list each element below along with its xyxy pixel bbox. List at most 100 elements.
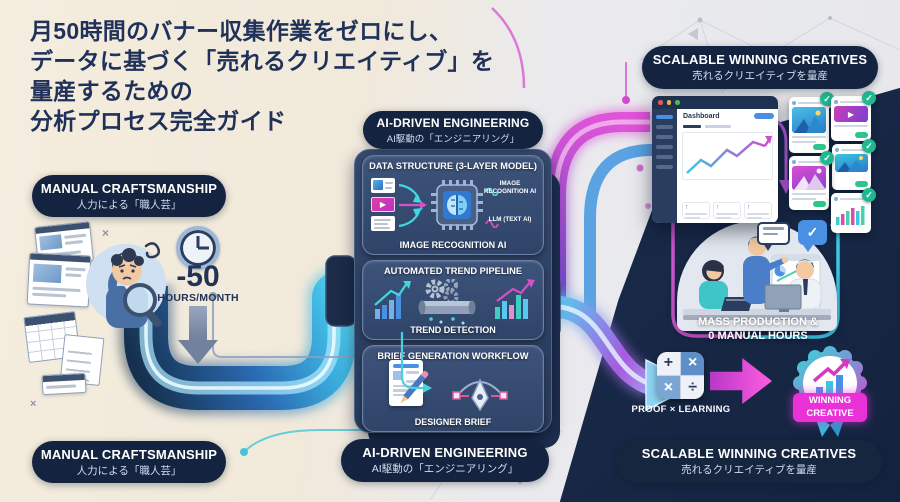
badge-manual-ja: 人力による「職人芸」 [76, 198, 182, 211]
badge-ai-ja: AI駆動の「エンジニアリング」 [386, 133, 520, 145]
window-close-icon[interactable] [658, 100, 663, 105]
dashboard-title: Dashboard [683, 113, 720, 120]
mass-production-line2: 0 MANUAL HOURS [708, 330, 808, 343]
data-flow-arrows [398, 183, 427, 228]
cyan-squiggle [485, 187, 499, 196]
creative-card-video: ▶ ✓ [831, 91, 876, 141]
dashboard-sidebar[interactable] [652, 109, 677, 223]
mini-bar-chart [836, 206, 865, 225]
dashboard-stat-card: ↑ [713, 202, 741, 219]
video-source-icon: ▶ [371, 197, 395, 212]
image-source-icon [371, 178, 395, 193]
trend-pipeline-illustration [374, 279, 535, 325]
panel-data-structure-caption: IMAGE RECOGNITION AI [399, 240, 507, 250]
approve-pill [855, 132, 868, 138]
dashboard-primary-button[interactable] [754, 113, 774, 119]
panel-brief-workflow-caption: DESIGNER BRIEF [414, 417, 492, 427]
ai-chip-icon [431, 180, 483, 230]
output-llm-label: LLM (TEXT AI) [488, 216, 532, 223]
down-arrow-icon [178, 306, 218, 366]
badge-scalable-ja: 売れるクリエイティブを量産 [681, 464, 817, 476]
panel-data-structure: DATA STRUCTURE (3-LAYER MODEL) ▶ [362, 155, 544, 255]
approve-pill [855, 181, 868, 187]
pen-tool-icon [452, 378, 508, 412]
team-collaboration-illustration [677, 221, 837, 331]
clock-icon [176, 226, 220, 270]
up-arrow-icon: ↑ [716, 204, 720, 211]
badge-ai-driven-top: AI-DRIVEN ENGINEERING AI駆動の「エンジニアリング」 [363, 111, 543, 149]
check-badge-icon: ✓ [862, 139, 876, 153]
dashboard-stat-card: ↑ [682, 202, 710, 219]
creative-card-image: ✓ [789, 151, 834, 210]
badge-ai-ja: AI駆動の「エンジニアリング」 [371, 463, 519, 475]
badge-manual-en: MANUAL CRAFTSMANSHIP [40, 446, 218, 462]
check-icon: ✓ [806, 224, 819, 240]
check-badge-icon: ✓ [820, 151, 834, 165]
badge-scalable-en: SCALABLE WINNING CREATIVES [641, 446, 857, 461]
check-badge-icon: ✓ [862, 188, 876, 202]
panel-trend-pipeline-title: AUTOMATED TREND PIPELINE [383, 266, 523, 276]
badge-scalable-ja: 売れるクリエイティブを量産 [692, 70, 828, 82]
dashboard-tab-inactive[interactable] [705, 125, 731, 128]
browser-window-icon [26, 252, 92, 308]
magenta-squiggle [485, 219, 499, 228]
badge-manual-en: MANUAL CRAFTSMANSHIP [40, 180, 218, 196]
title-line-4: 分析プロセス完全ガイド [30, 108, 287, 134]
mass-production-line1: MASS PRODUCTION & [698, 316, 818, 328]
badge-ai-en: AI-DRIVEN ENGINEERING [362, 445, 528, 460]
check-badge-icon: ✓ [820, 92, 834, 106]
window-titlebar [652, 96, 778, 109]
winning-line1: WINNING [808, 395, 852, 406]
dashboard-stat-card: ↑ [744, 202, 772, 219]
title-line-1: 月50時間のバナー収集作業をゼロにし、 [30, 18, 453, 44]
calc-multiply: × [681, 352, 704, 375]
text-source-icon [371, 216, 395, 231]
winning-creative-badge: WINNING CREATIVE [792, 345, 868, 441]
browser-window-icon [41, 372, 87, 396]
proof-learning-label: PROOF × LEARNING [631, 404, 731, 415]
title-line-3: 量産するための [30, 78, 194, 104]
approve-pill [813, 144, 826, 150]
window-maximize-icon[interactable] [675, 100, 680, 105]
badge-scalable-en: SCALABLE WINNING CREATIVES [652, 52, 868, 67]
winning-creative-pill: WINNING CREATIVE [793, 393, 867, 422]
badge-manual-craftsmanship-top: MANUAL CRAFTSMANSHIP 人力による「職人芸」 [32, 175, 226, 217]
badge-ai-en: AI-DRIVEN ENGINEERING [376, 115, 530, 130]
x-mark-decoration: × [30, 398, 37, 410]
hours-saved-unit: HOURS/MONTH [157, 292, 239, 304]
analytics-dashboard-window: Dashboard ↑ [652, 96, 778, 223]
window-minimize-icon[interactable] [666, 100, 671, 105]
up-arrow-icon: ↑ [747, 204, 751, 211]
speech-bubble-icon [757, 222, 790, 251]
play-icon: ▶ [379, 200, 387, 209]
badge-scalable-top: SCALABLE WINNING CREATIVES 売れるクリエイティブを量産 [642, 46, 878, 89]
winning-line2: CREATIVE [806, 407, 854, 419]
panel-brief-workflow: BRIEF GENERATION WORKFLOW DESIGNER BRIEF [362, 345, 544, 432]
creative-card-image: ✓ [832, 139, 876, 190]
output-image-recognition-label: IMAGE RECOGNITION AI [483, 180, 537, 195]
hours-saved-value: -50 [176, 260, 220, 293]
up-arrow-icon: ↑ [685, 204, 689, 211]
stressed-worker-illustration [84, 238, 170, 328]
creative-card-image: ✓ [789, 92, 834, 153]
badge-ai-driven-bottom: AI-DRIVEN ENGINEERING AI駆動の「エンジニアリング」 [341, 439, 549, 482]
dashboard-tab-active[interactable] [683, 125, 701, 128]
title-line-2: データに基づく「売れるクリエイティブ」を [30, 48, 495, 74]
panel-trend-pipeline: AUTOMATED TREND PIPELINE [362, 260, 544, 340]
check-badge-icon: ✓ [862, 91, 876, 105]
badge-manual-ja: 人力による「職人芸」 [76, 464, 182, 477]
calc-plus: + [657, 352, 680, 375]
creative-card-chart: ✓ [831, 188, 876, 233]
calculator-icon: + × × ÷ [657, 352, 704, 399]
calc-divide: ÷ [681, 376, 704, 399]
x-mark-decoration: × [102, 226, 110, 240]
panel-brief-workflow-title: BRIEF GENERATION WORKFLOW [377, 351, 529, 361]
page-title: 月50時間のバナー収集作業をゼロにし、 データに基づく「売れるクリエイティブ」を… [30, 16, 520, 136]
badge-scalable-bottom: SCALABLE WINNING CREATIVES 売れるクリエイティブを量産 [616, 440, 882, 483]
approve-pill [813, 201, 826, 207]
dashboard-trend-chart [682, 132, 773, 180]
badge-manual-craftsmanship-bottom: MANUAL CRAFTSMANSHIP 人力による「職人芸」 [32, 441, 226, 483]
play-icon: ▶ [847, 109, 855, 119]
panel-data-structure-title: DATA STRUCTURE (3-LAYER MODEL) [369, 161, 537, 171]
